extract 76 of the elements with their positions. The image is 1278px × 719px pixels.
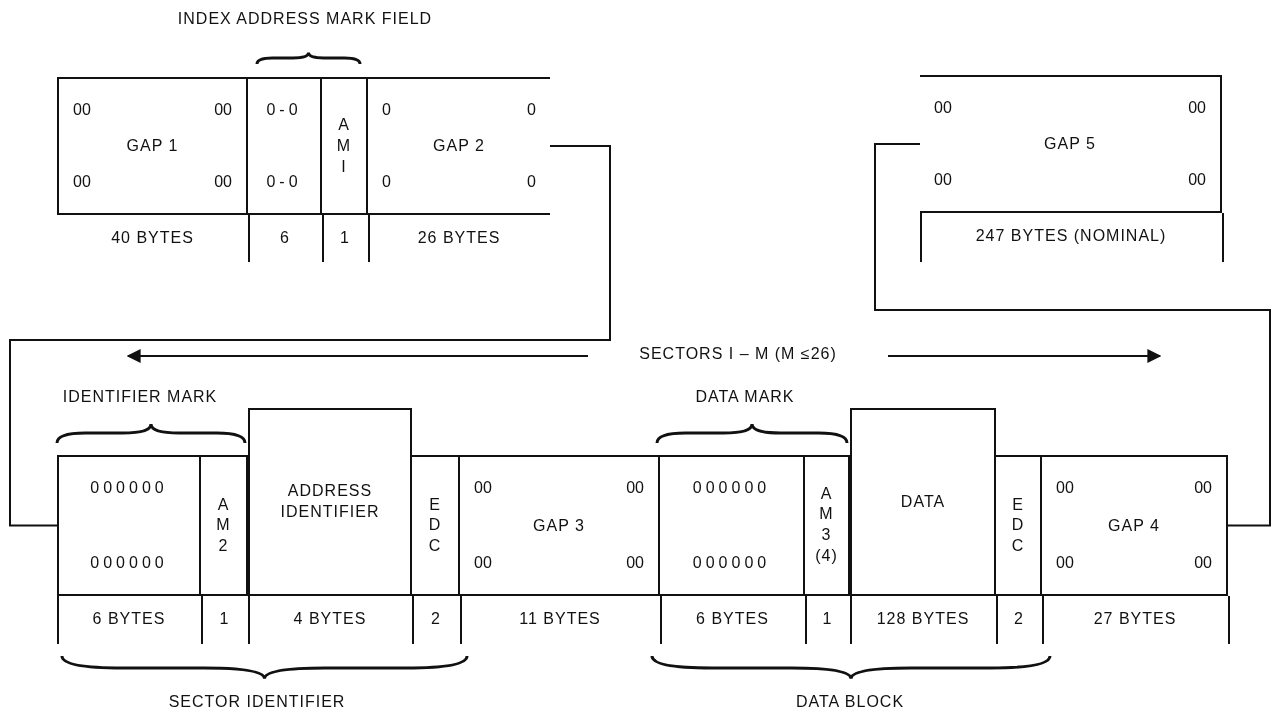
byte-value: 0: [527, 101, 536, 120]
mark-field: [412, 455, 460, 596]
byte-value: 000000: [90, 479, 168, 498]
byte-count: 26 BYTES: [417, 229, 501, 247]
byte-count: 2: [431, 610, 441, 628]
byte-value: 00: [474, 553, 492, 572]
field-label: ADDRESS IDENTIFIER: [279, 481, 381, 522]
annotation-label: DATA MARK: [695, 388, 795, 406]
byte-value: 00: [73, 101, 91, 120]
byte-value: 00: [626, 553, 644, 572]
mark-field: [850, 408, 996, 596]
byte-value: 0: [382, 172, 391, 191]
field-label: GAP 1: [126, 136, 179, 156]
sync-field: [57, 455, 201, 596]
byte-value: 00: [1188, 99, 1206, 118]
byte-count: 6: [280, 229, 290, 247]
byte-count: 1: [822, 610, 833, 628]
byte-value: 0-0: [266, 101, 302, 120]
gap-field: [368, 77, 550, 215]
byte-count: 6 BYTES: [696, 610, 769, 628]
byte-count: 128 BYTES: [876, 610, 970, 628]
byte-value: 0: [382, 101, 391, 120]
byte-value: 00: [1194, 553, 1212, 572]
annotation-label: SECTORS I – M (M ≤26): [639, 345, 837, 363]
byte-count: 27 BYTES: [1093, 610, 1177, 628]
field-label: GAP 3: [533, 516, 585, 535]
annotation-label: IDENTIFIER MARK: [62, 388, 218, 406]
gap-field: [460, 455, 660, 596]
annotation-label: DATA BLOCK: [795, 693, 905, 711]
byte-value: 00: [626, 479, 644, 498]
field-label: A M 3 (4): [815, 483, 838, 567]
byte-value: 00: [1188, 170, 1206, 189]
mark-field: [805, 455, 850, 596]
byte-count: 247 BYTES (NOMINAL): [975, 227, 1167, 245]
field-label: GAP 4: [1108, 516, 1160, 535]
mark-field: [248, 408, 412, 596]
field-label: A M I: [336, 114, 352, 177]
byte-count: 6 BYTES: [92, 610, 166, 628]
annotation-label: INDEX ADDRESS MARK FIELD: [177, 10, 433, 28]
byte-value: 00: [1194, 479, 1212, 498]
annotation-label: SECTOR IDENTIFIER: [168, 693, 346, 711]
byte-count: 4 BYTES: [293, 610, 367, 628]
byte-value: 00: [214, 172, 232, 191]
byte-value: 0-0: [266, 172, 302, 191]
sync-field: [660, 455, 805, 596]
byte-value: 000000: [692, 479, 771, 498]
byte-value: 00: [1056, 479, 1074, 498]
field-label: A M 2: [216, 494, 231, 556]
byte-value: 00: [73, 172, 91, 191]
field-label: GAP 2: [433, 136, 485, 156]
byte-count: 40 BYTES: [111, 229, 194, 247]
byte-value: 000000: [90, 553, 168, 572]
field-label: GAP 5: [1044, 134, 1096, 154]
gap-field: [920, 75, 1222, 213]
field-label: E D C: [1011, 494, 1025, 556]
sync-field: [248, 77, 322, 215]
field-label: E D C: [428, 494, 442, 556]
byte-count: 2: [1014, 610, 1024, 628]
byte-value: 00: [474, 479, 492, 498]
connector-line: [9, 145, 611, 527]
byte-value: 000000: [692, 553, 771, 572]
byte-count: 11 BYTES: [519, 610, 601, 628]
field-label: DATA: [900, 491, 946, 512]
mark-field: [996, 455, 1042, 596]
connector-line: [874, 143, 1271, 527]
byte-value: 00: [934, 99, 952, 118]
mark-field: [201, 455, 248, 596]
byte-value: 00: [214, 101, 232, 120]
byte-count: 1: [219, 610, 230, 628]
byte-value: 00: [934, 170, 952, 189]
gap-field: [57, 77, 248, 215]
gap-field: [1042, 455, 1228, 596]
byte-value: 00: [1056, 553, 1074, 572]
mark-field: [322, 77, 368, 215]
byte-count: 1: [340, 229, 350, 247]
byte-value: 0: [527, 172, 536, 191]
